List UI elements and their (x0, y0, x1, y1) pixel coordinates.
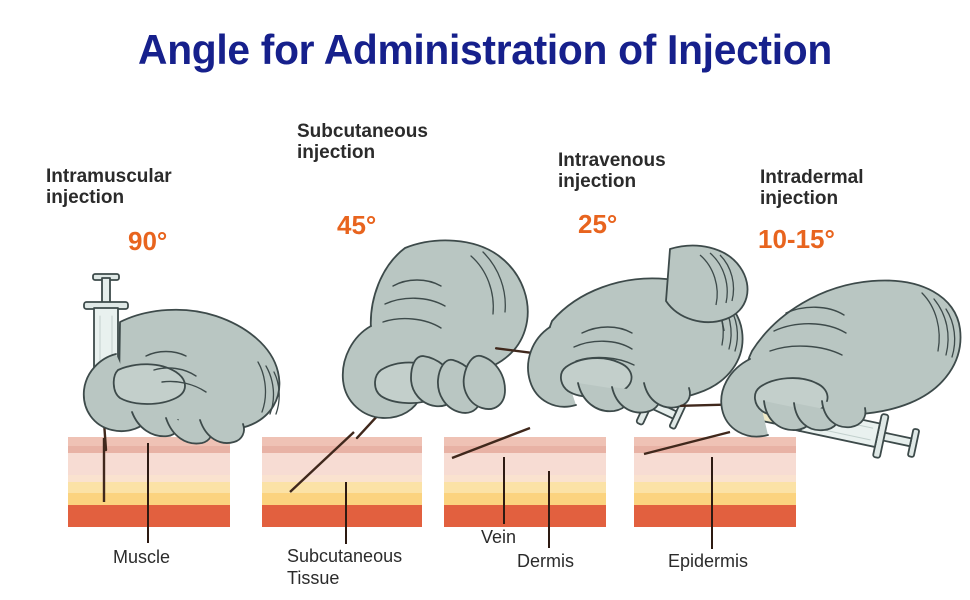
panel-angle-intramuscular: 90° (128, 226, 168, 256)
skin-cross-section-subcutaneous (262, 437, 422, 527)
panel-angle-intravenous: 25° (578, 209, 618, 239)
leader-line-vein (503, 457, 505, 524)
skin-layer-dermis-deep (262, 475, 422, 482)
skin-layer-subcutaneous-upper (634, 482, 796, 493)
leader-line-muscle (147, 443, 149, 543)
leader-line-dermis (548, 471, 550, 548)
illustration-intramuscular-hand (20, 250, 310, 470)
skin-layer-epidermis-deep (68, 446, 230, 453)
skin-layer-subcutaneous-upper (262, 482, 422, 493)
skin-cross-section-intramuscular (68, 437, 230, 527)
skin-layer-subcutaneous-lower (262, 493, 422, 505)
panel-label-intravenous: Intravenous injection (558, 150, 666, 193)
skin-layer-epidermis-deep (634, 446, 796, 453)
panel-label-intradermal: Intradermal injection (760, 167, 864, 210)
needle-track-intravenous (451, 426, 531, 460)
callout-label-epidermis: Epidermis (668, 551, 749, 571)
skin-layer-dermis-deep (634, 475, 796, 482)
illustration-subcutaneous-hand (285, 230, 565, 510)
illustration-intradermal-second-glove (665, 244, 770, 335)
skin-cross-section-intradermal (634, 437, 796, 527)
skin-layer-dermis (68, 453, 230, 475)
skin-layer-epidermis (262, 437, 422, 446)
skin-layer-subcutaneous-upper (68, 482, 230, 493)
needle-track-subcutaneous (289, 431, 355, 493)
skin-layer-epidermis-deep (444, 446, 606, 453)
callout-label-dermis: Dermis (517, 551, 574, 571)
leader-line-epidermis (711, 457, 713, 549)
skin-layer-epidermis-deep (262, 446, 422, 453)
page-title: Angle for Administration of Injection (138, 26, 832, 73)
callout-label-vein: Vein (481, 527, 517, 547)
skin-layer-dermis-deep (444, 475, 606, 482)
skin-layer-dermis-deep (68, 475, 230, 482)
panel-angle-subcutaneous: 45° (337, 210, 377, 240)
callout-label-subcutaneous-tissue: Subcutaneous Tissue (287, 546, 403, 588)
needle-paths (102, 426, 731, 502)
gloved-hand-icon (341, 239, 529, 419)
skin-layer-epidermis (68, 437, 230, 446)
skin-layer-muscle (262, 505, 422, 527)
skin-layer-muscle (444, 505, 606, 527)
skin-layer-subcutaneous-upper (444, 482, 606, 493)
skin-layer-muscle (634, 505, 796, 527)
skin-layer-dermis (634, 453, 796, 475)
needle-track-intradermal (643, 430, 731, 456)
skin-layer-epidermis (444, 437, 606, 446)
skin-layer-subcutaneous-lower (444, 493, 606, 505)
skin-cross-section-intravenous (444, 437, 606, 527)
panel-angle-intradermal: 10-15° (758, 224, 835, 254)
skin-layer-epidermis (634, 437, 796, 446)
skin-layer-dermis (262, 453, 422, 475)
illustration-intradermal-hand (660, 255, 965, 470)
leader-line-subcutaneous-tissue (345, 482, 347, 544)
panel-label-intramuscular: Intramuscular injection (46, 166, 172, 209)
gloved-hand-icon (720, 279, 962, 438)
skin-layer-subcutaneous-lower (634, 493, 796, 505)
callout-label-muscle: Muscle (113, 547, 171, 567)
skin-layer-muscle (68, 505, 230, 527)
skin-layer-dermis (444, 453, 606, 475)
panel-label-subcutaneous: Subcutaneous injection (297, 121, 428, 164)
skin-layer-subcutaneous-lower (68, 493, 230, 505)
gloved-hand-icon (82, 308, 281, 445)
